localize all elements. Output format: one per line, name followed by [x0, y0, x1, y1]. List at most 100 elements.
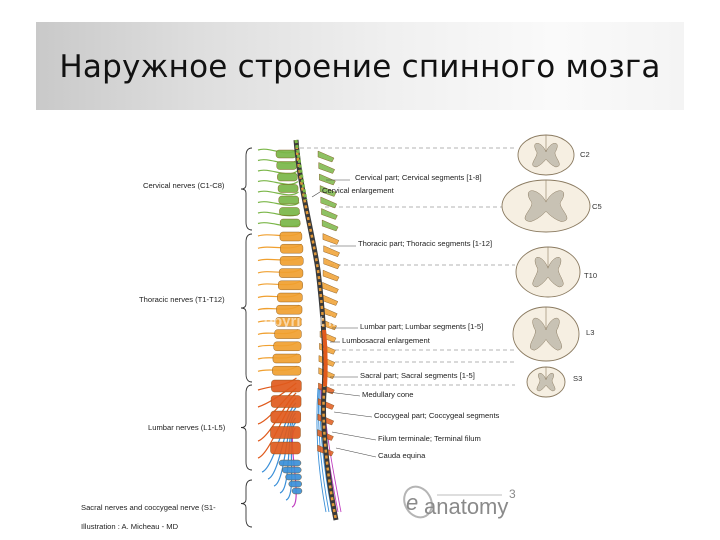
vertebra — [277, 172, 298, 182]
spinous-process — [320, 196, 338, 209]
level-guide-lines — [300, 147, 515, 386]
label-thoracic-part: Thoracic part; Thoracic segments [1-12] — [358, 239, 492, 248]
group-brace — [240, 479, 253, 528]
label-cervical-part: Cervical part; Cervical segments [1-8] — [355, 173, 482, 182]
logo-letter: e — [406, 490, 418, 515]
illustration-credit: Illustration : A. Micheau - MD — [81, 522, 179, 531]
vertebra — [270, 395, 302, 408]
section-label-l3: L3 — [586, 328, 594, 337]
label-thoracic-nerves: Thoracic nerves (T1-T12) — [139, 295, 225, 304]
section-gray-matter — [532, 143, 560, 168]
spinal-nerve — [257, 180, 299, 185]
spinous-process — [322, 281, 339, 294]
spinous-process — [319, 173, 336, 186]
spinal-cord-body — [293, 139, 339, 521]
label-cervical-enlargement: Cervical enlargement — [322, 186, 395, 195]
leader-line — [327, 391, 361, 397]
vertebra — [273, 341, 302, 351]
watermark: Copyright MAIOS — [253, 313, 377, 330]
vertebra — [285, 473, 302, 481]
vertebra — [271, 379, 302, 393]
cross-sections — [501, 134, 591, 398]
vertebra — [270, 426, 301, 439]
section-label-c2: C2 — [580, 150, 590, 159]
vertebra — [282, 466, 302, 474]
group-brace — [240, 384, 253, 471]
spinal-cord — [293, 139, 339, 521]
label-lumbar-nerves: Lumbar nerves (L1-L5) — [148, 423, 226, 432]
cross-section — [526, 366, 566, 398]
vertebra — [272, 353, 302, 364]
vertebra — [279, 231, 303, 242]
vertebra — [270, 410, 301, 424]
spinous-process — [323, 245, 340, 257]
section-gray-matter — [536, 372, 556, 392]
vertebra — [288, 480, 302, 488]
section-gray-matter — [524, 190, 568, 222]
spinal-nerve — [257, 169, 298, 175]
section-gray-matter — [530, 317, 562, 351]
leader-line — [331, 431, 377, 441]
label-filum-terminale: Filum terminale; Terminal filum — [378, 434, 481, 443]
logo-text: anatomy — [424, 494, 508, 519]
label-cauda-equina: Cauda equina — [378, 451, 426, 460]
spinous-process — [322, 233, 340, 245]
vertebra — [280, 243, 304, 254]
slide-title: Наружное строение спинного мозга — [59, 49, 661, 85]
cervical-cord-segments — [294, 139, 308, 201]
spinous-process — [317, 150, 335, 163]
cross-section — [501, 179, 591, 233]
spinous-process — [321, 208, 338, 220]
section-gray-matter — [532, 257, 564, 288]
vertebra — [276, 305, 303, 315]
leader-lines — [311, 179, 377, 458]
spinous-process — [321, 219, 339, 232]
nerve-group-braces — [240, 147, 253, 528]
section-label-s3: S3 — [573, 374, 582, 383]
label-lumbar-part: Lumbar part; Lumbar segments [1-5] — [360, 322, 483, 331]
cross-section — [512, 306, 580, 362]
label-lumbosacral-enlargement: Lumbosacral enlargement — [342, 336, 431, 345]
group-brace — [240, 233, 253, 383]
vertebra — [279, 256, 304, 266]
vertebra — [279, 218, 301, 228]
spinous-process — [323, 257, 340, 270]
spinous-process — [321, 294, 339, 306]
leader-line — [333, 411, 373, 418]
page-number: 3 — [509, 487, 516, 501]
vertebra — [278, 280, 303, 290]
section-label-c5: C5 — [592, 202, 602, 211]
vertebra — [291, 487, 303, 495]
cross-section — [517, 134, 575, 176]
vertebra — [277, 184, 299, 193]
spinal-nerve — [257, 190, 299, 196]
vertebra — [279, 207, 300, 216]
vertebra — [278, 195, 299, 205]
leader-line — [311, 191, 321, 198]
vertebra — [270, 441, 301, 455]
spinous-process — [318, 162, 335, 174]
vertebra — [278, 268, 304, 278]
vertebra — [278, 459, 302, 467]
label-coccygeal-part: Coccygeal part; Coccygeal segments — [374, 411, 500, 420]
label-cervical-nerves: Cervical nerves (C1-C8) — [143, 181, 225, 190]
vertebra — [277, 292, 303, 303]
title-bar: Наружное строение спинного мозга — [36, 22, 684, 110]
cross-section — [515, 246, 581, 298]
label-sacral-part: Sacral part; Sacral segments [1-5] — [360, 371, 475, 380]
label-medullary-cone: Medullary cone — [362, 390, 414, 399]
lumbar-cord-segments — [322, 329, 328, 387]
section-label-t10: T10 — [584, 271, 597, 280]
vertebra — [275, 149, 297, 159]
spinous-process — [319, 185, 337, 197]
leader-line — [335, 447, 377, 458]
spinous-process — [322, 269, 340, 282]
vertebra — [276, 161, 297, 170]
label-sacral-coccygeal-nerves: Sacral nerves and coccygeal nerve (S1- — [81, 503, 216, 512]
vertebra — [272, 366, 302, 376]
anatomy-logo: e anatomy — [403, 485, 508, 519]
vertebra — [275, 317, 302, 327]
vertebra — [274, 329, 302, 339]
group-brace — [240, 147, 253, 231]
